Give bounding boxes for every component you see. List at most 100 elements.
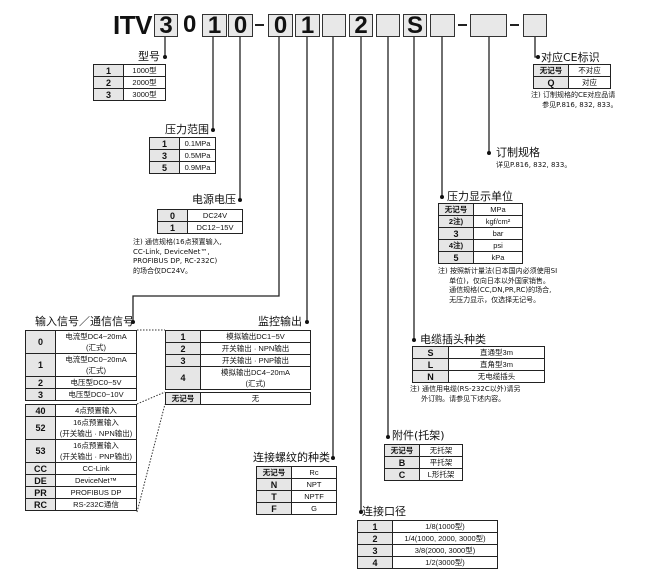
pressure-unit-note: 注) 按照新计量法(日本国内必须使用SI 单位)，仅向日本以外国家销售。 通信规… <box>438 267 557 305</box>
option-value-line: (汇式) <box>86 343 106 352</box>
note-line: PROFIBUS DP, RC-232C) <box>133 257 218 265</box>
option-value-line: 电压型DC0~10V <box>68 390 124 399</box>
code-digit: 1 <box>202 14 227 38</box>
option-value-line: CC-Link <box>82 464 110 473</box>
option-value: DC12~15V <box>187 221 243 234</box>
option-code: F <box>256 502 292 515</box>
option-value: CC-Link <box>55 462 137 475</box>
option-code: S <box>412 346 449 359</box>
option-value-line: bar <box>492 229 504 238</box>
option-value: 1/4(1000, 2000, 3000型) <box>392 532 498 545</box>
option-code: C <box>384 468 420 481</box>
port-size-title: 连接口径 <box>362 505 406 518</box>
table-row: 无记号无 <box>165 392 311 405</box>
option-value-line: 不对应 <box>578 66 601 75</box>
option-value: G <box>291 502 337 515</box>
leader-dot <box>359 510 363 514</box>
leader-dot <box>211 128 215 132</box>
code-separator <box>510 24 519 26</box>
monitor-output-table: 无记号无 <box>165 392 311 405</box>
option-value: RS-232C通信 <box>55 498 137 511</box>
option-code: N <box>256 478 292 491</box>
note-line: 注) 通信用电缆(RS-232C以外)请另 <box>410 385 521 393</box>
option-value: 0.9MPa <box>179 161 216 174</box>
table-row: 无记号不对应 <box>533 64 611 77</box>
option-value-line: G <box>311 504 317 513</box>
option-code: 无记号 <box>165 392 201 405</box>
option-value-line: 模拟输出DC1~5V <box>226 332 285 341</box>
table-row: RC RS-232C通信 <box>25 498 137 511</box>
code-digit: S <box>403 14 427 38</box>
code-digit <box>430 14 455 37</box>
option-code: PR <box>25 486 56 499</box>
option-value: 无 <box>200 392 311 405</box>
table-row: 1 模拟输出DC1~5V <box>165 330 311 343</box>
leader-dot <box>163 55 167 59</box>
note-line: CC-Link, DeviceNet™, <box>133 247 210 256</box>
custom-spec-title: 订制规格 <box>496 146 540 159</box>
option-code: RC <box>25 498 56 511</box>
code-digit: 3 <box>154 14 178 38</box>
option-value: 1/2(3000型) <box>392 556 498 569</box>
option-code: 1 <box>165 330 201 343</box>
option-value-line: 模拟输出DC4~20mA <box>221 368 290 377</box>
option-value: psi <box>473 239 523 252</box>
option-code: B <box>384 456 420 469</box>
option-value: 不对应 <box>568 64 611 77</box>
option-code: 无记号 <box>256 466 292 479</box>
option-value: 模拟输出DC4~20mA(汇式) <box>200 366 311 390</box>
note-line: 无压力显示，仅选择无记号。 <box>438 295 541 304</box>
leader-dot <box>238 198 242 202</box>
leader-dot <box>412 338 416 342</box>
option-code: Q <box>533 76 569 89</box>
option-code: 2 <box>25 376 56 389</box>
input-signal-title: 输入信号／通信信号 <box>35 315 134 328</box>
option-code: 4注) <box>438 239 474 252</box>
option-value: NPT <box>291 478 337 491</box>
option-code: 4 <box>165 366 201 390</box>
option-value: 3000型 <box>123 88 166 101</box>
option-value-line: RS-232C通信 <box>73 500 119 509</box>
leader-dot <box>305 320 309 324</box>
option-value-line: kPa <box>491 253 505 262</box>
option-code: 0 <box>157 209 188 222</box>
option-code: 5 <box>149 161 180 174</box>
option-value-line: 电流型DC0~20mA <box>65 355 127 364</box>
model-prefix: ITV <box>113 10 152 40</box>
dotted-connector <box>136 403 166 513</box>
option-value-line: 16点预置输入 <box>73 441 119 450</box>
note-line: 参见P.816, 832, 833。 <box>531 100 618 109</box>
option-value-line: 1/8(1000型) <box>425 522 465 531</box>
option-code: T <box>256 490 292 503</box>
option-code: 1 <box>149 137 180 150</box>
option-value-line: (开关输出 · PNP输出) <box>59 452 133 461</box>
option-value: 16点预置输入 (开关输出 · PNP输出) <box>55 439 137 463</box>
option-value-line: 电流型DC4~20mA <box>65 332 127 341</box>
option-value-line: DC12~15V <box>196 223 234 232</box>
option-value: 2000型 <box>123 76 166 89</box>
option-value: 模拟输出DC1~5V <box>200 330 311 343</box>
option-code: 1 <box>25 353 56 377</box>
bracket-title: 附件(托架) <box>392 429 445 442</box>
option-value: kPa <box>473 251 523 264</box>
option-value: 电压型DC0~5V <box>55 376 137 389</box>
